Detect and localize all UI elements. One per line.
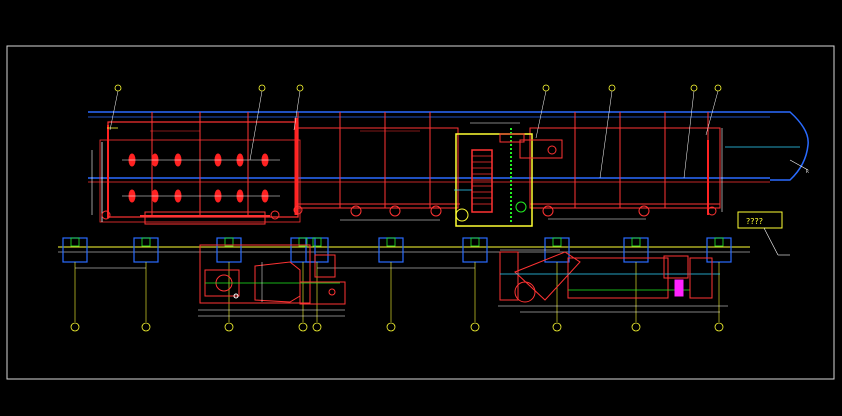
motor-end	[689, 257, 713, 299]
left-drive-unit	[198, 244, 346, 317]
callout-leaders-top	[109, 90, 719, 179]
grid-axis-lines	[74, 262, 720, 322]
pulley-circle	[455, 208, 469, 222]
bolt-circle	[328, 288, 336, 296]
tension-block	[471, 149, 493, 213]
frame-section-middle	[297, 127, 459, 209]
bolt-centerlines	[122, 159, 280, 197]
tension-arm	[514, 251, 581, 301]
head-drum-outline	[770, 111, 809, 181]
right-drive-unit	[498, 249, 728, 313]
motor-end	[299, 281, 346, 305]
column-markers	[70, 237, 724, 247]
drawing-frame	[6, 45, 835, 380]
note-callout[interactable]: ????	[737, 211, 790, 256]
screw-cap	[499, 133, 525, 143]
leader-line	[789, 159, 809, 171]
note-label: ????	[746, 217, 763, 226]
bolt-circle	[233, 293, 239, 299]
leader-line	[763, 227, 779, 256]
note-box	[737, 211, 783, 229]
radius-label: R	[806, 169, 809, 174]
frame-section-left	[107, 121, 299, 218]
support-feet	[101, 205, 717, 220]
motor-highlight	[674, 279, 684, 297]
drive-bracket	[499, 251, 519, 301]
nut-circle	[515, 201, 527, 213]
screw-housing	[519, 139, 563, 159]
frame-section-right	[529, 127, 721, 209]
drive-frame	[567, 257, 669, 299]
tension-unit-housing	[455, 133, 533, 227]
frame-posts	[151, 112, 709, 215]
ground-plan	[58, 237, 750, 332]
conveyor-elevation: R	[88, 111, 809, 227]
grid-axis-bubbles	[70, 322, 724, 332]
coupling	[663, 255, 689, 279]
callout-bubbles-top	[114, 84, 722, 92]
tension-block-ribs	[472, 155, 492, 205]
coupling	[314, 254, 336, 278]
bearing-circle	[547, 145, 557, 155]
drive-bracket	[144, 211, 266, 225]
drive-base	[199, 244, 311, 304]
